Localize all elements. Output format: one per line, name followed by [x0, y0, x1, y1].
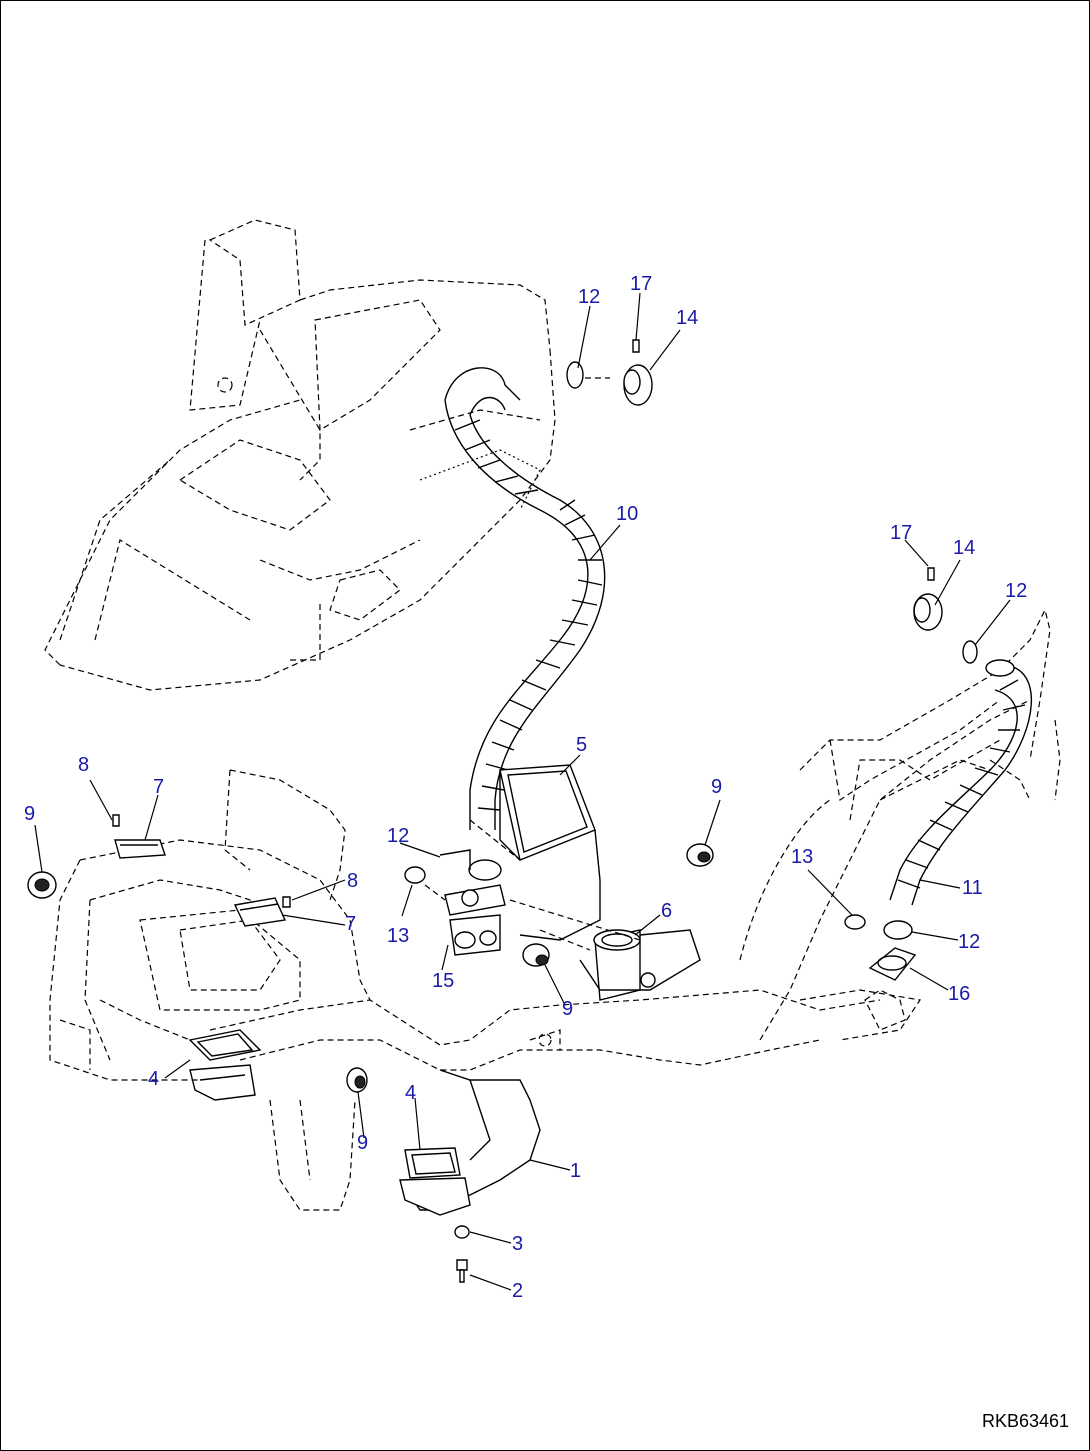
- fasteners-2-3: [454, 1225, 470, 1283]
- callout-13: 13: [791, 846, 813, 868]
- callout-12: 12: [1005, 580, 1027, 602]
- right-frame-outline: [739, 608, 1061, 1041]
- grommet-9-left: [27, 871, 57, 899]
- callout-labels: 12 17 14 10 17 14 12 5 8 7 9 9 12 13 8 1…: [24, 273, 1027, 1302]
- callout-8: 8: [347, 870, 358, 892]
- callout-8: 8: [78, 754, 89, 776]
- callout-9: 9: [711, 776, 722, 798]
- leader-lines: [34, 292, 1011, 1291]
- upper-grommet-group: [566, 339, 653, 406]
- drawing-reference: RKB63461: [982, 1411, 1069, 1431]
- callout-14: 14: [953, 537, 975, 559]
- pad-7-lower: [233, 896, 291, 927]
- lower-right-parts: [799, 914, 922, 1041]
- callout-2: 2: [512, 1280, 523, 1302]
- callout-12: 12: [958, 931, 980, 953]
- left-console-outline: [49, 769, 371, 1211]
- callout-5: 5: [576, 734, 587, 756]
- main-duct-1: [209, 989, 881, 1211]
- right-grommet-group: [913, 567, 978, 664]
- callout-11: 11: [962, 877, 983, 899]
- callout-16: 16: [948, 983, 970, 1005]
- dashboard-outline: [44, 219, 556, 691]
- callout-6: 6: [661, 900, 672, 922]
- callout-4: 4: [405, 1082, 416, 1104]
- flex-hose-10: [444, 367, 606, 830]
- callout-1: 1: [570, 1160, 581, 1182]
- outlet-4-center: [399, 1147, 471, 1216]
- grommet-9-right: [686, 843, 714, 867]
- callout-7: 7: [345, 913, 356, 935]
- callout-9: 9: [562, 998, 573, 1020]
- grommet-9-center: [522, 943, 550, 967]
- callout-15: 15: [432, 970, 454, 992]
- grommet-9-lower: [346, 1067, 368, 1093]
- callout-4: 4: [148, 1068, 159, 1090]
- callout-9: 9: [357, 1132, 368, 1154]
- duct-box-5: [469, 764, 601, 941]
- round-outlet-6: [509, 899, 701, 1001]
- callout-10: 10: [616, 503, 638, 525]
- callout-12: 12: [578, 286, 600, 308]
- center-outlet-15: [404, 849, 506, 956]
- callout-9: 9: [24, 803, 35, 825]
- callout-13: 13: [387, 925, 409, 947]
- callout-12: 12: [387, 825, 409, 847]
- outlet-4-left: [188, 1029, 262, 1101]
- callout-14: 14: [676, 307, 698, 329]
- flex-hose-11: [889, 659, 1033, 906]
- callout-7: 7: [153, 776, 164, 798]
- callout-17: 17: [630, 273, 652, 295]
- callout-17: 17: [890, 522, 912, 544]
- pad-7-upper: [112, 814, 166, 859]
- callout-3: 3: [512, 1233, 523, 1255]
